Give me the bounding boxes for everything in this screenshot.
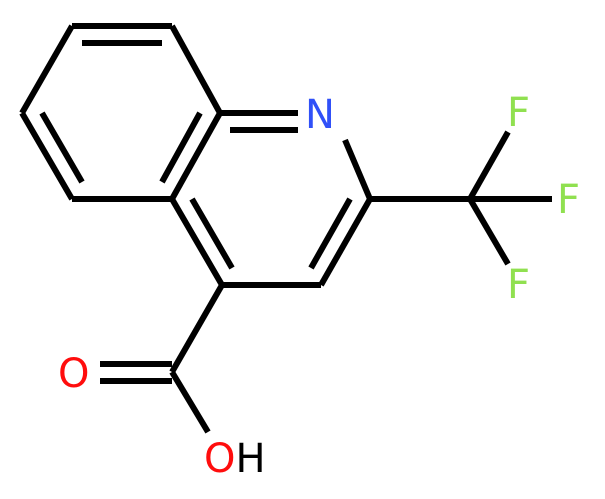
bond-c4a-c8a: [169, 111, 223, 201]
bond-c6-c5-inner: [39, 111, 85, 184]
bond-cf3-f-bottom: [467, 197, 511, 266]
nitrogen-atom-label: N: [305, 92, 335, 138]
hydroxyl-oxygen: O: [204, 436, 235, 482]
fluorine-atom-label-top: F: [507, 90, 530, 136]
bond-cf3-f-top: [467, 130, 511, 201]
bond-c2-c3: [318, 197, 373, 287]
carbonyl-oxygen-atom-label: O: [58, 351, 89, 397]
hydroxyl-group-label: OH: [204, 436, 266, 482]
bonds: [19, 23, 552, 434]
fluorine-atom-label-bottom: F: [507, 262, 530, 308]
bond-n1-c2: [342, 138, 373, 201]
bond-c6-c5: [19, 111, 75, 201]
atom-labels: N F F F O OH: [58, 90, 580, 482]
bond-c8a-c8: [169, 24, 223, 115]
hydroxyl-hydrogen: H: [235, 436, 265, 482]
fluorine-atom-label-middle: F: [557, 177, 580, 223]
bond-c4-cooh: [169, 283, 225, 374]
bond-c4-c4a: [169, 197, 225, 287]
bond-c7-c6: [19, 24, 75, 115]
bond-c2-c3-inner: [308, 197, 353, 270]
bond-c4-c4a-inner: [189, 197, 235, 270]
bond-c-oh: [169, 370, 211, 434]
bond-c4a-c8a-inner: [159, 111, 203, 184]
